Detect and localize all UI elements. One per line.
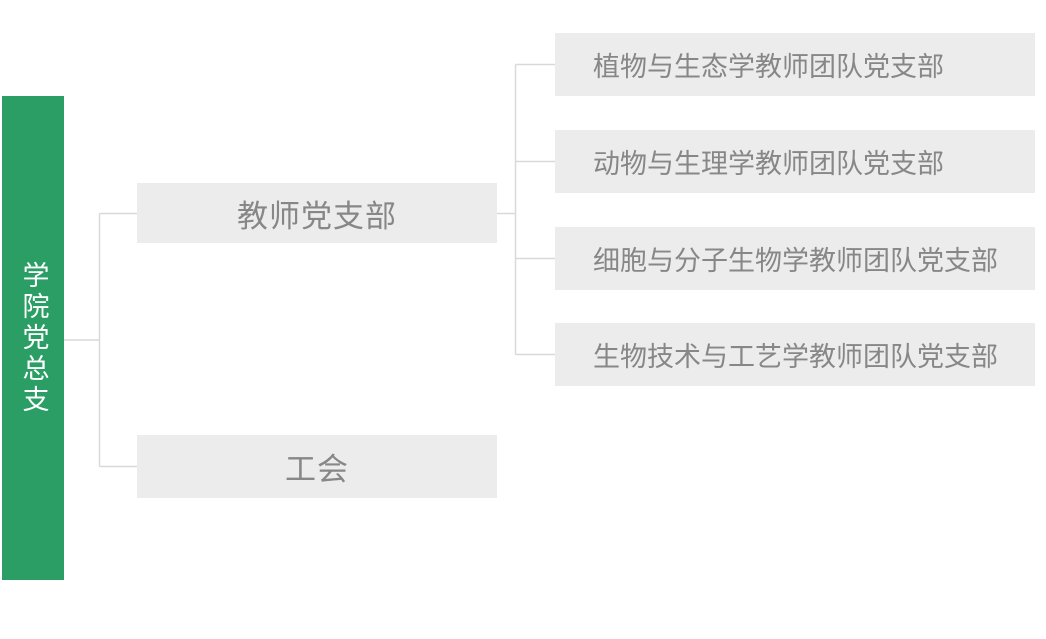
org-node-leaf-plant-ecology: 植物与生态学教师团队党支部 (555, 33, 1035, 96)
org-node-leaf-animal-physiology-label: 动物与生理学教师团队党支部 (593, 149, 944, 179)
org-node-branch-teachers-label: 教师党支部 (237, 198, 397, 234)
org-node-leaf-cell-molecular-label: 细胞与分子生物学教师团队党支部 (593, 246, 998, 276)
connector-path-right-tree (497, 63, 555, 356)
org-node-branch-union: 工会 (137, 435, 497, 498)
connector-path-left-tree (64, 212, 137, 468)
org-node-root: 学院党总支 (2, 96, 64, 580)
org-node-leaf-biotech-technology-label: 生物技术与工艺学教师团队党支部 (593, 342, 998, 372)
org-node-branch-teachers: 教师党支部 (137, 183, 497, 243)
org-node-leaf-animal-physiology: 动物与生理学教师团队党支部 (555, 130, 1035, 193)
org-node-branch-union-label: 工会 (285, 452, 349, 487)
org-node-leaf-biotech-technology: 生物技术与工艺学教师团队党支部 (555, 323, 1035, 386)
org-node-root-label: 学院党总支 (18, 260, 49, 416)
org-node-leaf-cell-molecular: 细胞与分子生物学教师团队党支部 (555, 227, 1035, 290)
org-node-leaf-plant-ecology-label: 植物与生态学教师团队党支部 (593, 52, 944, 82)
